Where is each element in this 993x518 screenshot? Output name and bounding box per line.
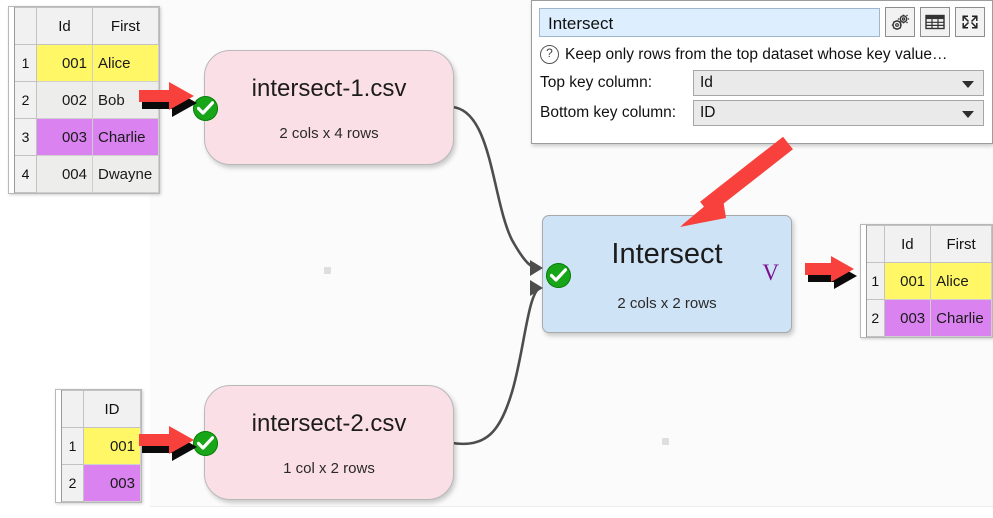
node-output-badge: V (762, 260, 779, 285)
chevron-down-icon (962, 111, 974, 118)
sheet-gutter (861, 225, 867, 337)
panel-help-text: Keep only rows from the top dataset whos… (565, 45, 948, 63)
panel-help-row: ? Keep only rows from the top dataset wh… (532, 41, 992, 68)
node-intersect-2-csv[interactable]: intersect-2.csv 1 col x 2 rows (193, 385, 454, 500)
table-row[interactable]: 4 004 Dwayne (14, 155, 159, 193)
column-header-first[interactable]: First (930, 225, 992, 263)
table-header-row: Id First (14, 7, 159, 45)
top-key-column-label: Top key column: (540, 74, 652, 91)
select-all-corner[interactable] (14, 7, 37, 45)
panel-name-bar: Intersect (532, 1, 992, 41)
canvas-grid-dot (662, 438, 669, 445)
node-title: intersect-1.csv (251, 75, 407, 102)
table-input-intersect-2[interactable]: ID 1 001 2 003 (55, 389, 142, 503)
gears-icon[interactable] (885, 7, 915, 37)
column-header-id[interactable]: Id (883, 225, 932, 263)
status-ok-icon (193, 96, 218, 121)
table-input-intersect-1[interactable]: Id First 1 001 Alice 2 002 Bob 3 003 Cha… (8, 6, 160, 194)
node-intersect-operation[interactable]: Intersect 2 cols x 2 rows V (530, 215, 792, 333)
row-number[interactable]: 3 (14, 118, 37, 156)
bottom-key-column-value: ID (700, 104, 716, 121)
table-row[interactable]: 2 002 Bob (14, 81, 159, 119)
bottom-key-column-row: Bottom key column: ID (532, 98, 992, 128)
table-row[interactable]: 1 001 Alice (14, 44, 159, 82)
node-title: Intersect (611, 238, 723, 270)
node-subtitle: 2 cols x 2 rows (617, 295, 717, 312)
row-number[interactable]: 4 (14, 155, 37, 193)
input-port-bottom-arrow-icon[interactable] (530, 280, 543, 296)
table-header-row: Id First (866, 225, 992, 263)
table-output-intersect[interactable]: Id First 1 001 Alice 2 003 Charlie (860, 224, 993, 338)
cell-id[interactable]: 001 (36, 44, 93, 82)
select-all-corner[interactable] (61, 390, 84, 428)
chevron-down-icon (962, 81, 974, 88)
operation-settings-panel[interactable]: Intersect ? Ke (531, 0, 993, 144)
table-row[interactable]: 1 001 (61, 427, 141, 465)
cell-id[interactable]: 003 (83, 464, 141, 502)
table-row[interactable]: 2 003 (61, 464, 141, 502)
cell-first[interactable]: Charlie (930, 299, 992, 337)
cell-id[interactable]: 001 (883, 262, 932, 300)
table-icon[interactable] (920, 7, 950, 37)
cell-id[interactable]: 003 (36, 118, 93, 156)
cell-id[interactable]: 003 (883, 299, 932, 337)
annotation-arrow-bottom-left (139, 426, 197, 461)
column-header-first[interactable]: First (92, 7, 159, 45)
row-number[interactable]: 1 (61, 427, 84, 465)
annotation-arrow-output (805, 256, 857, 289)
cell-first[interactable]: Charlie (92, 118, 159, 156)
cell-id[interactable]: 002 (36, 81, 93, 119)
top-key-column-value: Id (700, 74, 713, 91)
row-number[interactable]: 2 (866, 299, 885, 337)
table-row[interactable]: 3 003 Charlie (14, 118, 159, 156)
bottom-key-column-select[interactable]: ID (693, 100, 984, 126)
table-header-row: ID (61, 390, 141, 428)
canvas-grid-dot (324, 267, 331, 274)
annotation-arrow-to-intersect-node (680, 136, 793, 227)
table-row[interactable]: 1 001 Alice (866, 262, 992, 300)
bottom-key-column-label: Bottom key column: (540, 104, 677, 121)
question-mark-icon[interactable]: ? (540, 45, 559, 64)
node-title: intersect-2.csv (251, 410, 407, 437)
cell-first[interactable]: Alice (92, 44, 159, 82)
expand-icon[interactable] (955, 7, 985, 37)
sheet-gutter (9, 7, 15, 193)
cell-first[interactable]: Dwayne (92, 155, 159, 193)
annotation-arrow-top-left (139, 82, 197, 117)
cell-id[interactable]: 004 (36, 155, 93, 193)
node-subtitle: 2 cols x 4 rows (279, 125, 379, 142)
input-port-top-arrow-icon[interactable] (530, 260, 543, 276)
cell-id[interactable]: 001 (83, 427, 141, 465)
row-number[interactable]: 2 (14, 81, 37, 119)
row-number[interactable]: 2 (61, 464, 84, 502)
top-key-column-row: Top key column: Id (532, 68, 992, 98)
top-key-column-select[interactable]: Id (693, 70, 984, 96)
column-header-id[interactable]: Id (36, 7, 93, 45)
status-ok-icon (546, 263, 571, 288)
status-ok-icon (193, 431, 218, 456)
node-subtitle: 1 col x 2 rows (283, 460, 375, 477)
node-intersect-1-csv[interactable]: intersect-1.csv 2 cols x 4 rows (193, 50, 454, 165)
table-row[interactable]: 2 003 Charlie (866, 299, 992, 337)
column-header-id[interactable]: ID (83, 390, 141, 428)
operation-name-input[interactable]: Intersect (539, 7, 880, 37)
cell-first[interactable]: Alice (930, 262, 992, 300)
row-number[interactable]: 1 (14, 44, 37, 82)
sheet-gutter (56, 390, 62, 502)
